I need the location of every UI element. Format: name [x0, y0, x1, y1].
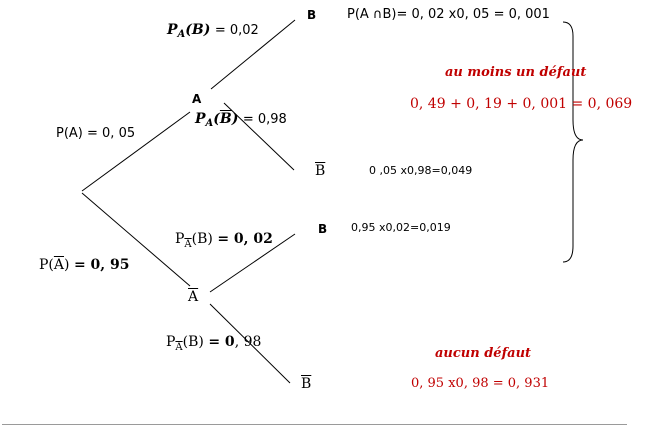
node-a: A — [192, 92, 202, 106]
node-b-mid: B — [318, 222, 328, 236]
branch-root-to-a — [81, 111, 191, 192]
au-moins-un-defaut-calc: 0, 49 + 0, 19 + 0, 001 = 0, 069 — [410, 96, 633, 112]
result-a-and-b: P(A ∩B)= 0, 02 x0, 05 = 0, 001 — [347, 7, 550, 22]
node-a-bar: A — [188, 289, 199, 305]
label-p-a-b-bar: PA(B) = 0,98 — [195, 111, 287, 129]
result-a-bar-and-b: 0,95 x0,02=0,019 — [351, 221, 451, 234]
label-p-a-bar: P(A) = 0, 95 — [39, 257, 130, 273]
node-b-top: B — [307, 8, 317, 22]
branch-a-to-b — [210, 19, 296, 90]
aucun-defaut-calc: 0, 95 x0, 98 = 0, 931 — [411, 376, 550, 391]
result-a-and-b-bar: 0 ,05 x0,98=0,049 — [369, 164, 473, 177]
label-p-a: P(A) = 0, 05 — [56, 126, 136, 141]
label-p-a-bar-b-bar: PA(B) = 0, 98 — [166, 334, 262, 353]
branch-root-to-a-bar — [81, 192, 191, 287]
bottom-rule — [2, 424, 627, 425]
node-b-bar-top: B — [315, 163, 326, 179]
branch-a-bar-to-b — [209, 233, 296, 293]
branch-a-to-b-bar — [223, 102, 295, 171]
au-moins-un-defaut-title: au moins un défaut — [445, 65, 587, 80]
label-p-a-b: PA(B) = 0,02 — [167, 22, 259, 40]
node-b-bar-bottom: B — [301, 376, 312, 392]
curly-brace — [562, 21, 584, 263]
label-p-a-bar-b: PA(B) = 0, 02 — [175, 231, 273, 250]
branch-a-bar-to-b-bar — [209, 303, 291, 384]
aucun-defaut-title: aucun défaut — [435, 346, 532, 361]
